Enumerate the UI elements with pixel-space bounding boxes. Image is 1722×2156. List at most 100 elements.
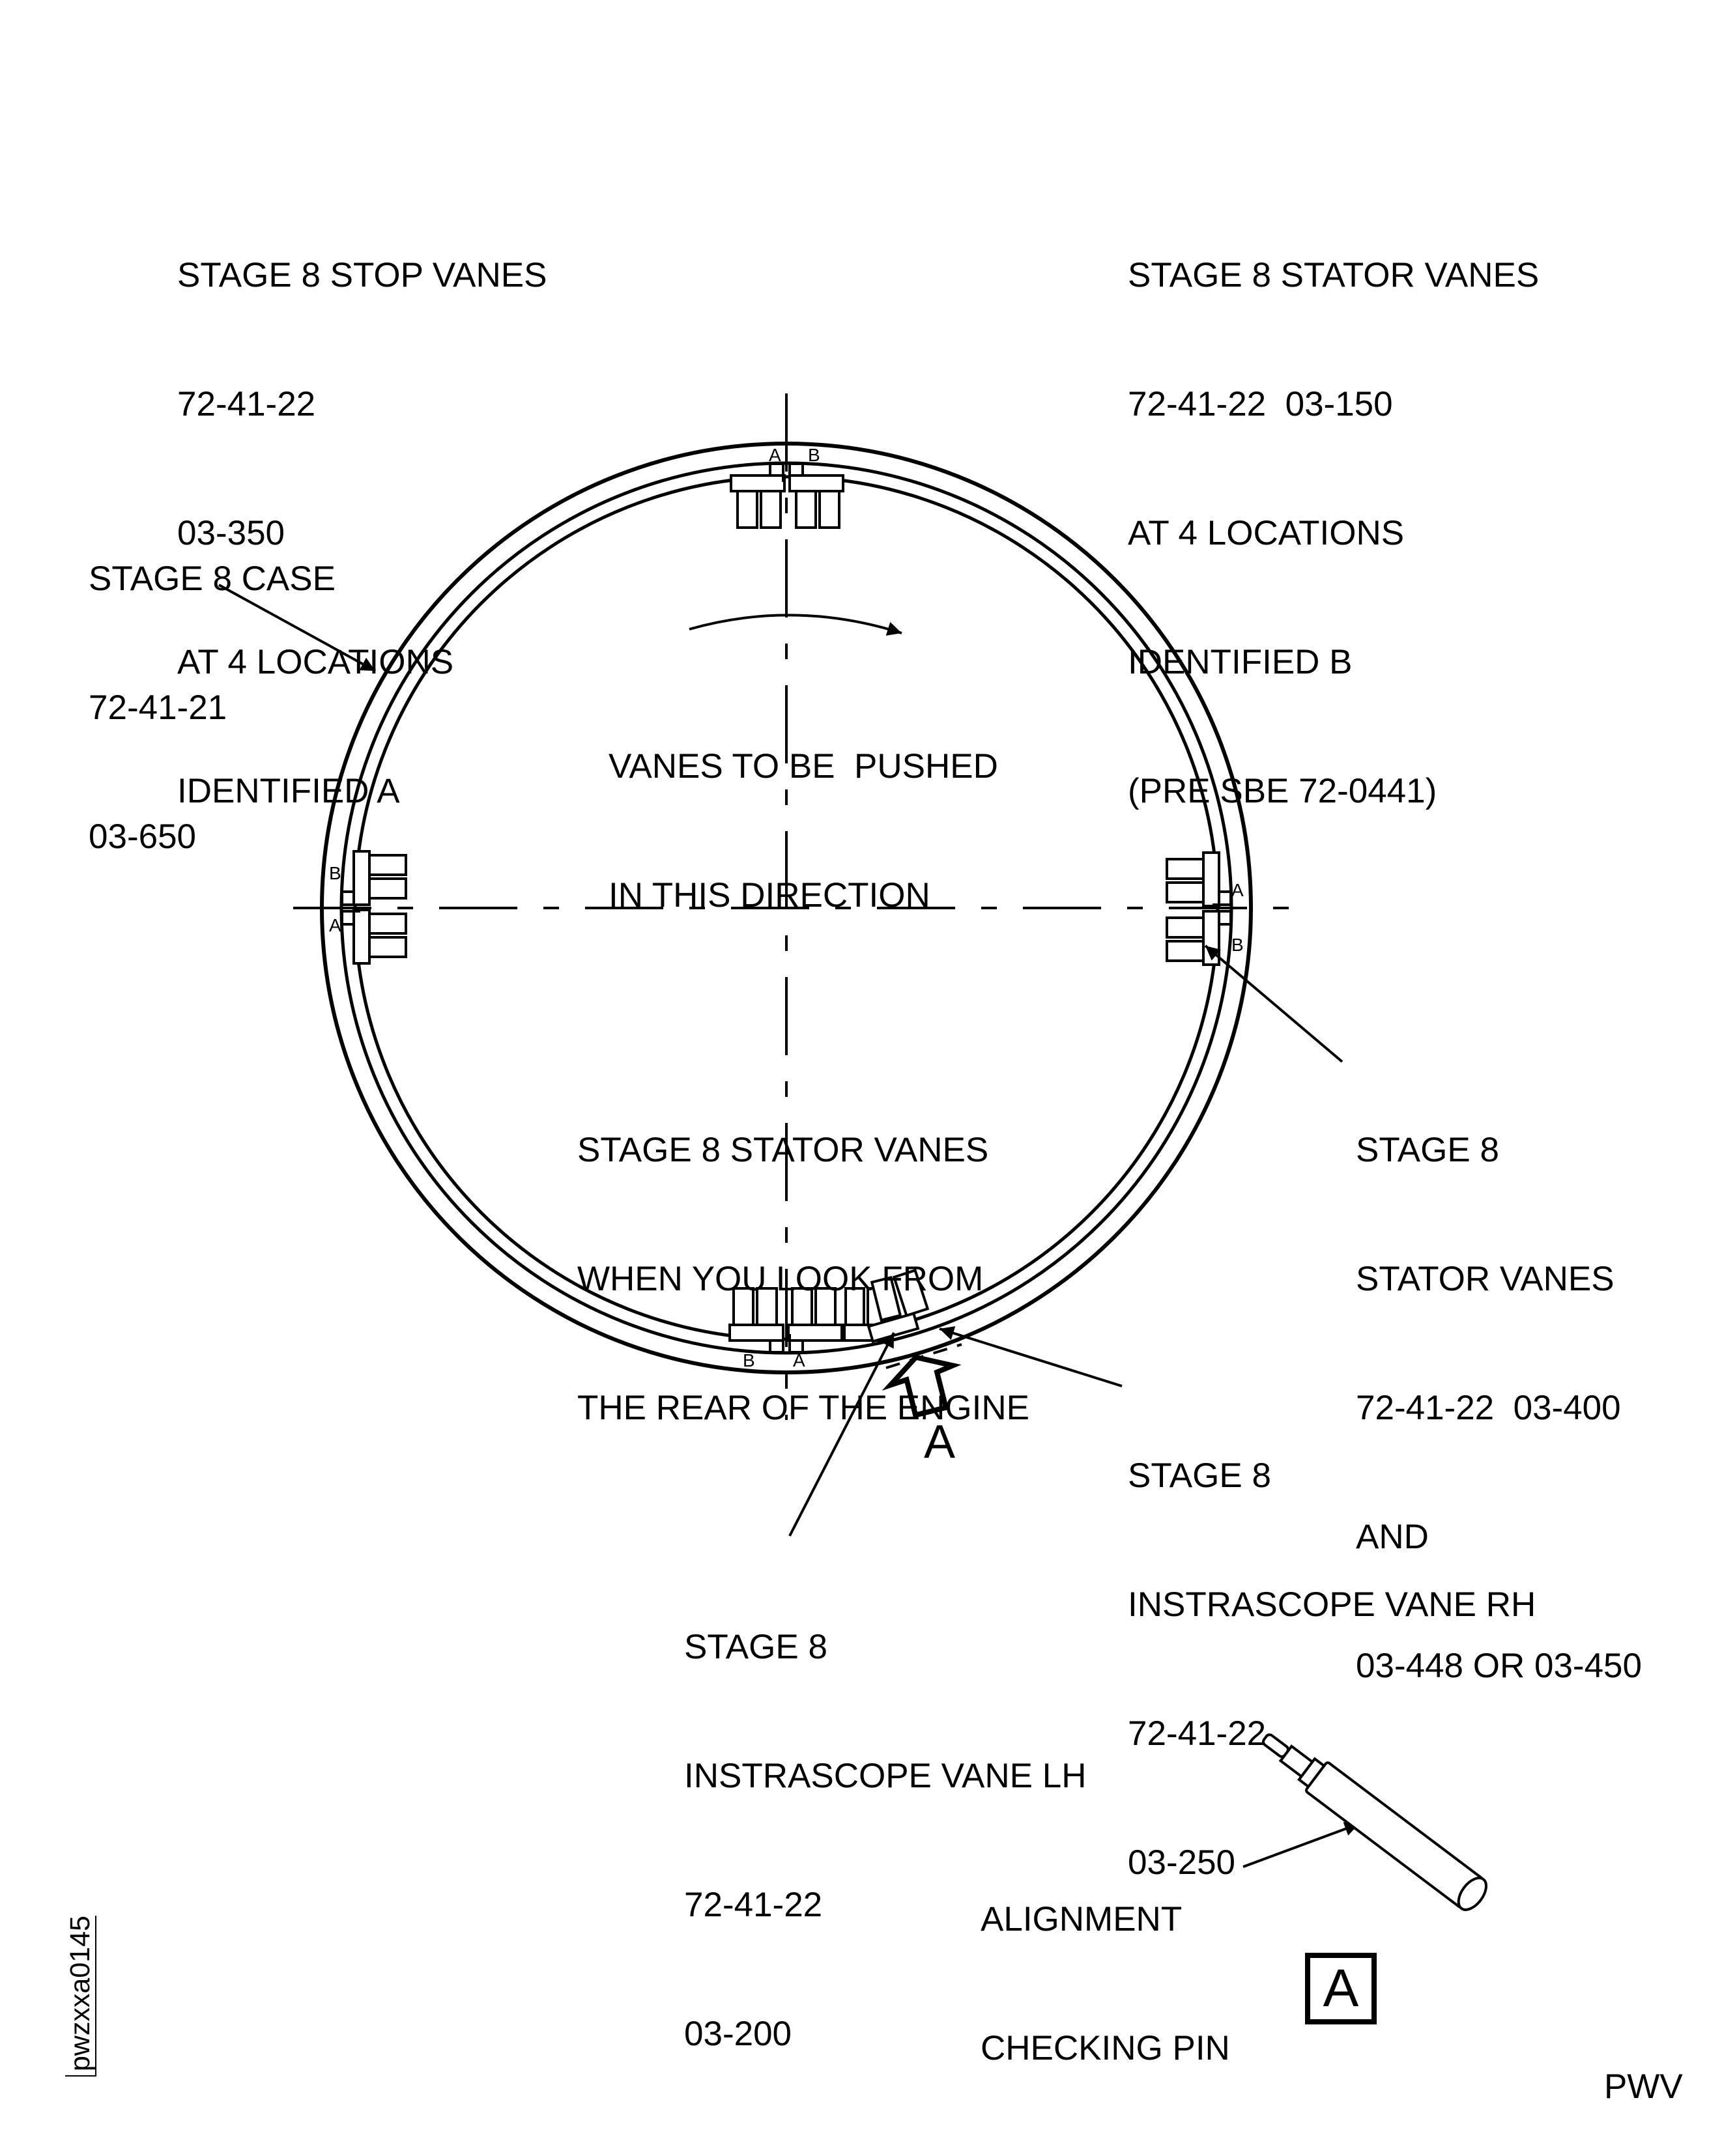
label-line: INSTRASCOPE VANE LH (684, 1757, 1087, 1795)
vane-blade (736, 490, 758, 529)
centerlines (293, 393, 1293, 1420)
vane-markers: A B A B B A B A (329, 445, 1244, 1370)
vane-blade (814, 1287, 837, 1326)
label-line: 03-650 (89, 817, 197, 856)
vane-blade (1166, 916, 1205, 939)
vane-foot (730, 474, 786, 492)
label-line: AT 4 LOCATIONS (177, 643, 454, 681)
label-instrascope-vane-lh: STAGE 8 INSTRASCOPE VANE LH 72-41-22 03-… (684, 1540, 1087, 2142)
marker-a-bottom: A (793, 1350, 805, 1370)
vane-blade (368, 877, 407, 900)
leader-vane-rh (939, 1326, 1123, 1387)
label-stage-8-case: STAGE 8 CASE 72-41-21 03-650 (89, 472, 336, 944)
label-line: (PRE SBE 72-0441) (1128, 772, 1437, 810)
view-arrow (882, 1343, 962, 1419)
stop-vane-hook (769, 462, 784, 482)
vane-foot (788, 474, 844, 492)
view-arrow-outline (882, 1354, 962, 1419)
label-line: IDENTIFIED A (177, 772, 400, 810)
stop-vane-hook (341, 890, 360, 906)
stop-vane-hook (769, 1334, 784, 1354)
label-line: 03-250 (1128, 1843, 1236, 1882)
label-line: AND (1356, 1518, 1429, 1556)
vane-blade (756, 1287, 778, 1326)
instrascope-vane-rh (892, 1268, 930, 1318)
label-line: STAGE 8 STOP VANES (177, 256, 547, 294)
marker-b-right: B (1231, 935, 1244, 955)
case-middle-ring (339, 461, 1233, 1355)
marker-b-bottom: B (743, 1350, 755, 1370)
label-view-description: STAGE 8 STATOR VANES WHEN YOU LOOK FROM … (577, 1043, 1029, 1516)
leader-vane-lh (788, 1332, 895, 1537)
detail-reference-letter: A (1323, 1959, 1359, 2018)
label-alignment-checking-pin: ALIGNMENT CHECKING PIN (981, 1812, 1230, 2156)
leader-lines (218, 584, 1360, 1868)
vane-blade (1166, 881, 1205, 903)
label-line: THE REAR OF THE ENGINE (577, 1389, 1029, 1427)
marker-a-left: A (329, 915, 341, 935)
label-line: 72-41-22 (177, 385, 316, 423)
label-stage-8-stop-vanes: STAGE 8 STOP VANES 72-41-22 03-350 AT 4 … (177, 168, 547, 899)
push-direction-arrow (689, 614, 902, 636)
label-line: 03-448 OR 03-450 (1356, 1647, 1643, 1685)
label-line: STAGE 8 STATOR VANES (577, 1131, 989, 1169)
vane-blade (732, 1287, 754, 1326)
vane-blade (818, 490, 840, 529)
vane-blade (368, 913, 407, 935)
label-line: STAGE 8 STATOR VANES (1128, 256, 1540, 294)
view-arrow-letter: A (924, 1416, 956, 1468)
stop-vane-hook (1213, 910, 1232, 926)
label-line: 72-41-22 (684, 1886, 823, 1924)
vane-foot (787, 1324, 843, 1342)
instrascope-vanes (867, 1268, 930, 1343)
drawing-identifier: pwzxxa0145 (65, 1915, 96, 2077)
label-line: 72-41-22 03-400 (1356, 1389, 1621, 1427)
stop-vane-hook (341, 910, 360, 926)
leader-stator-vanes-rh (1204, 944, 1343, 1063)
vane-cluster-top (730, 462, 844, 529)
instrascope-foot (867, 1312, 920, 1343)
label-line: INSTRASCOPE VANE RH (1128, 1585, 1536, 1624)
label-line: STAGE 8 (1356, 1131, 1499, 1169)
vane-blade (368, 854, 407, 876)
label-line: 72-41-22 (1128, 1714, 1267, 1753)
label-line: IN THIS DIRECTION (609, 876, 930, 915)
vane-blade (368, 936, 407, 958)
leader-case (218, 584, 376, 672)
vane-cluster-bottom (728, 1287, 894, 1354)
case-inner-ring (353, 475, 1220, 1341)
label-line: STAGE 8 (684, 1628, 827, 1666)
stage-8-case (320, 442, 1253, 1374)
vane-blade (760, 490, 782, 529)
corner-code: PWV (1604, 2067, 1683, 2106)
marker-a-top: A (769, 445, 781, 465)
label-stage-8-stator-vanes-b: STAGE 8 STATOR VANES 72-41-22 03-150 AT … (1128, 168, 1539, 899)
alignment-pin (1261, 1733, 1488, 1911)
stop-vane-hook (788, 1334, 804, 1354)
vane-blade (1166, 940, 1205, 962)
label-line: 03-350 (177, 514, 285, 552)
label-line: ALIGNMENT (981, 1900, 1183, 1938)
label-push-direction: VANES TO BE PUSHED IN THIS DIRECTION (609, 659, 998, 1003)
detail-reference-box: A (1305, 1953, 1377, 2024)
label-line: STATOR VANES (1356, 1260, 1614, 1298)
vane-blade (844, 1287, 865, 1326)
pin-end (1457, 1877, 1488, 1911)
label-line: 03-200 (684, 2015, 792, 2053)
stop-vane-hook (788, 462, 804, 482)
vane-blade (1166, 858, 1205, 880)
case-outer-ring (320, 442, 1253, 1374)
label-line: CHECKING PIN (981, 2029, 1230, 2067)
marker-b-top: B (808, 445, 820, 465)
label-line: WHEN YOU LOOK FROM (577, 1260, 984, 1298)
label-line: IDENTIFIED B (1128, 643, 1353, 681)
vane-foot (352, 909, 371, 965)
vane-cluster-left (341, 850, 407, 965)
stop-vane-hook (1213, 890, 1232, 906)
label-line: 72-41-22 03-150 (1128, 385, 1393, 423)
label-line: VANES TO BE PUSHED (609, 747, 998, 786)
instrascope-vane-lh (870, 1275, 902, 1322)
vane-blade (791, 1287, 813, 1326)
